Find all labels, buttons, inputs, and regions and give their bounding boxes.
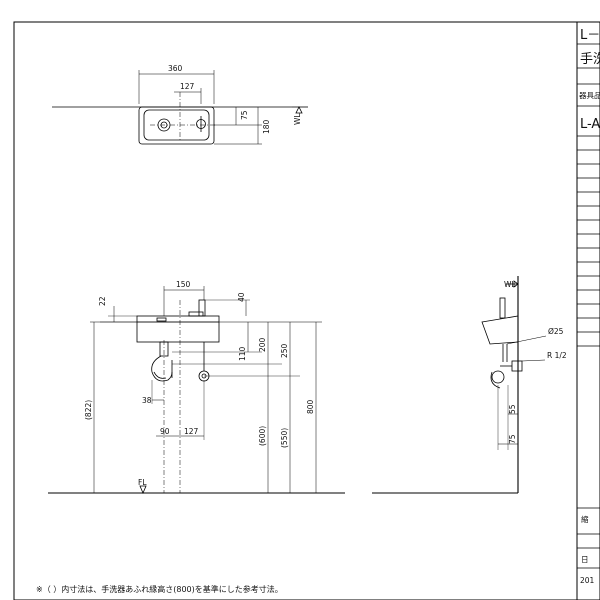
basin-body-front [136,315,220,343]
dim-label-150: 150 [176,280,191,289]
dim-label-250: 250 [280,343,289,358]
basin-outline-plan [138,106,215,145]
dim-label-55: 55 [508,404,517,414]
dim-label-75-side: 75 [508,434,517,444]
dim-label-40: 40 [237,292,246,302]
dim-label-600: (600) [258,426,267,446]
dim-label-127-plan: 127 [180,82,195,91]
dim-label-360: 360 [168,64,183,73]
trap-side [491,370,505,384]
wl-label-plan: WL [293,113,302,125]
title-date-label: 日 [581,555,589,564]
dim-label-75-plan: 75 [240,110,249,120]
faucet-base-front [188,311,204,317]
title-model-line1: L－ [580,28,600,43]
plan-view [52,70,308,145]
dim-label-180: 180 [262,119,271,134]
dim-label-550: (550) [280,428,289,448]
wl-triangle-side [513,280,519,288]
supply-stop-side [511,360,523,372]
dim-label-22: 22 [98,296,107,306]
title-scale-label: 縮 [581,514,589,524]
dim-label-110: 110 [238,346,247,361]
footnote: ※（ ）内寸法は、手洗器あふれ縁高さ(800)を基準にした参考寸法。 [36,584,283,594]
faucet-side [499,297,506,319]
title-model-line2: 手洗 [580,52,600,67]
dim-label-90: 90 [160,427,170,436]
dim-label-127-front: 127 [184,427,199,436]
front-view [48,286,345,495]
dim-label-822: (822) [84,400,93,420]
wl-label-side: WL [504,280,516,289]
fl-label: FL [138,478,147,487]
thread-label: R 1/2 [547,351,567,360]
fl-triangle [139,485,147,495]
drain-top-front [156,317,167,322]
dim-label-200: 200 [258,337,267,352]
wl-triangle-plan [295,106,303,114]
dim-label-38: 38 [142,396,152,405]
p-trap-front [151,355,173,382]
pipe-dia-label: Ø25 [548,327,564,336]
title-label-row: 器具品 [579,91,600,100]
sheet-frame [13,21,600,600]
faucet-body-front [198,299,206,317]
basin-bowl-plan [143,109,210,141]
side-view [372,276,547,494]
title-year: 201 [580,576,595,585]
dim-label-800: 800 [306,399,315,414]
title-block [576,22,600,600]
basin-profile-side [481,315,519,345]
title-model-code: L-A [580,117,600,132]
